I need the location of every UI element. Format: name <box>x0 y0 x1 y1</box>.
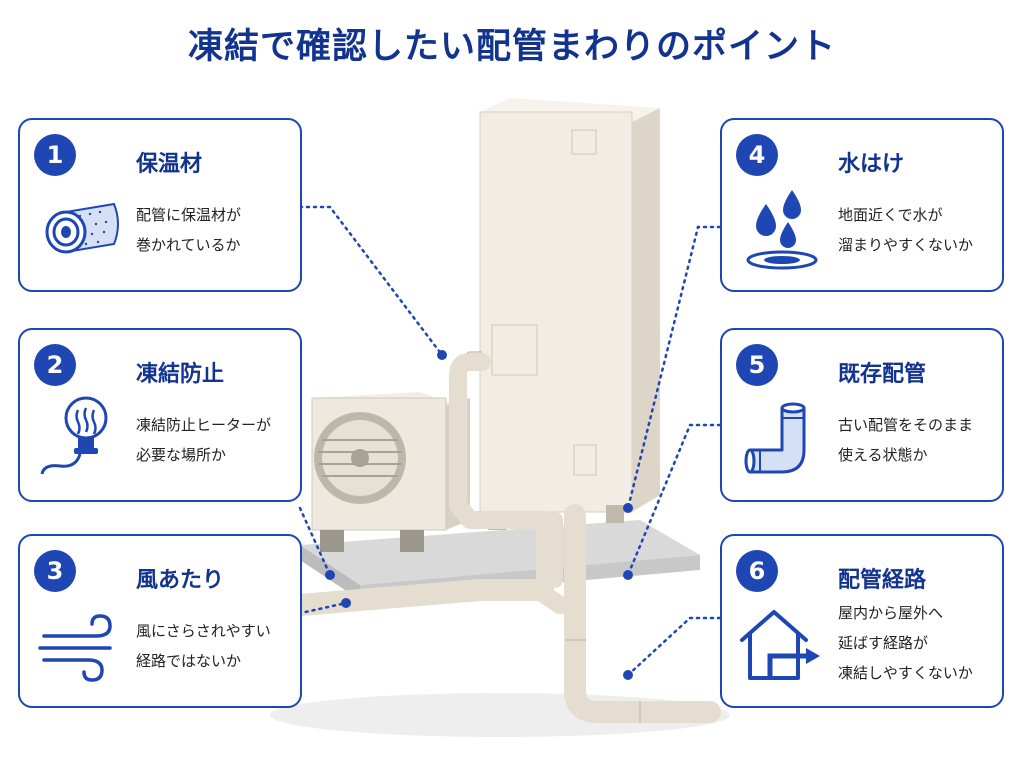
heater-bulb-icon <box>40 396 108 475</box>
point-number: 1 <box>34 134 76 176</box>
point-description-line: 溜まりやすくないか <box>838 236 974 254</box>
point-description-line: 凍結しやすくないか <box>838 664 973 682</box>
point-number: 4 <box>736 134 778 176</box>
point-title: 風あたり <box>136 568 225 593</box>
elbow-pipe-icon <box>744 402 806 474</box>
point-number: 5 <box>736 344 778 386</box>
point-number: 2 <box>34 344 76 386</box>
point-title: 既存配管 <box>838 362 927 387</box>
point-card-freeze-prevention: 2 凍結防止 凍結防止ヒーターが 必要な場所か <box>18 328 302 502</box>
point-description-line: 延ばす経路が <box>838 634 929 652</box>
point-card-piping-route: 6 配管経路 屋内から屋外へ 延ばす経路が 凍結しやすくないか <box>720 534 1004 708</box>
point-title: 配管経路 <box>838 568 927 593</box>
point-card-drainage: 4 水はけ 地面近くで水が 溜まりやすくないか <box>720 118 1004 292</box>
point-title: 水はけ <box>838 152 905 177</box>
point-description-line: 経路ではないか <box>136 652 242 670</box>
point-number: 6 <box>736 550 778 592</box>
point-description-line: 古い配管をそのまま <box>838 416 974 434</box>
point-card-existing-piping: 5 既存配管 古い配管をそのまま 使える状態か <box>720 328 1004 502</box>
point-description-line: 凍結防止ヒーターが <box>136 416 272 434</box>
wind-icon <box>38 614 112 682</box>
point-card-wind-exposure: 3 風あたり 風にさらされやすい 経路ではないか <box>18 534 302 708</box>
page-title: 凍結で確認したい配管まわりのポイント <box>187 27 836 67</box>
point-description-line: 地面近くで水が <box>838 206 943 224</box>
house-route-icon <box>740 610 820 680</box>
insulation-roll-icon <box>45 202 119 254</box>
point-description-line: 必要な場所か <box>136 446 227 464</box>
water-drops-icon <box>746 190 818 270</box>
point-description-line: 屋内から屋外へ <box>838 604 944 622</box>
point-description-line: 使える状態か <box>838 446 928 464</box>
point-title: 保温材 <box>136 152 203 177</box>
point-description-line: 巻かれているか <box>136 236 241 254</box>
point-number: 3 <box>34 550 76 592</box>
point-title: 凍結防止 <box>136 362 225 387</box>
point-description-line: 風にさらされやすい <box>136 622 271 640</box>
point-description-line: 配管に保温材が <box>136 206 242 224</box>
point-card-insulation: 1 保温材 配管に保温材が 巻かれているか <box>18 118 302 292</box>
